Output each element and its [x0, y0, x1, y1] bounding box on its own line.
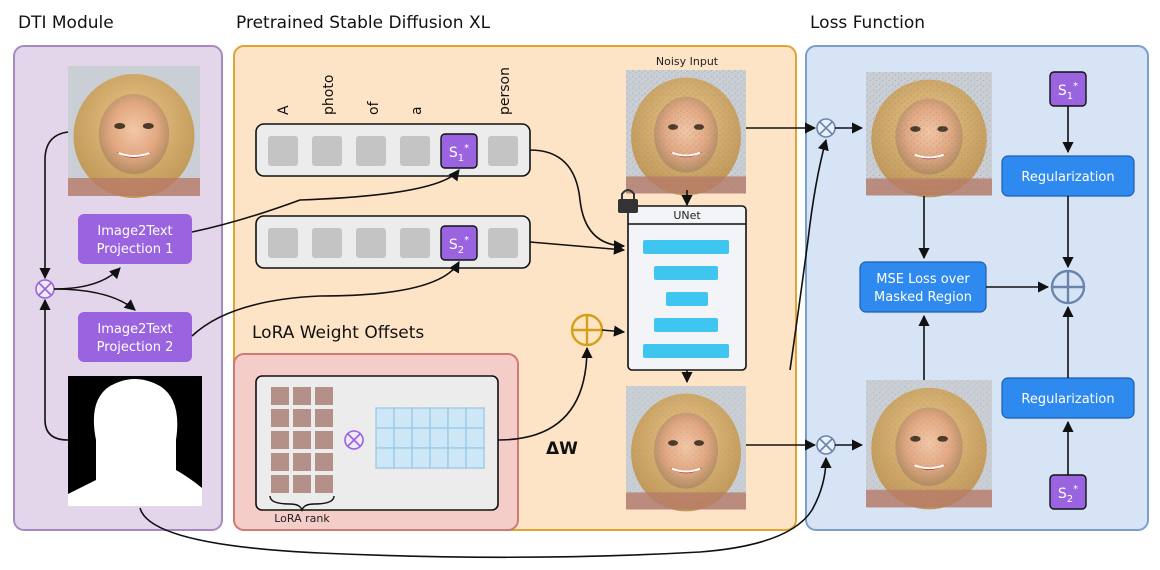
projection-1-line-2: Projection 1	[97, 242, 174, 257]
token-words: A photo of a person	[276, 67, 513, 115]
lora-matrix-box	[255, 375, 499, 513]
mse-line-1: MSE Loss over	[876, 272, 970, 287]
input-face-photo	[66, 64, 202, 200]
noisy-input-image	[625, 69, 747, 197]
token-slot	[400, 228, 430, 258]
loss-title: Loss Function	[810, 13, 925, 33]
svg-text:S2*: S2*	[1058, 484, 1078, 505]
projection-2-line-2: Projection 2	[97, 340, 174, 355]
regularization-bottom-label: Regularization	[1021, 392, 1114, 407]
token-row-2: S2*	[255, 215, 531, 269]
unet-layer	[643, 344, 729, 358]
s2-sup: *	[464, 235, 469, 246]
token-slot	[312, 136, 342, 166]
unet-block: UNet	[627, 205, 747, 371]
token-slot	[488, 228, 518, 258]
token-word-2: photo	[321, 75, 337, 115]
regularization-bottom-box: Regularization	[1001, 377, 1135, 419]
projection-2-box: Image2Text Projection 2	[78, 312, 192, 362]
s2-sub: 2	[458, 245, 464, 256]
dti-multiply-icon	[35, 279, 55, 299]
token-word-3: of	[366, 100, 382, 115]
loss-multiply-icon-bottom	[816, 435, 836, 455]
loss-plus-icon	[1050, 269, 1086, 305]
mask-image	[68, 376, 202, 506]
noisy-input-label: Noisy Input	[656, 55, 719, 68]
pseudo-token-s1	[440, 133, 478, 169]
unet-layer	[666, 292, 708, 306]
svg-text:S1*: S1*	[449, 143, 469, 164]
mse-loss-box: MSE Loss over Masked Region	[859, 261, 987, 313]
s2-base: S	[449, 237, 458, 253]
denoised-image	[625, 385, 747, 513]
loss-noisy-face	[864, 70, 994, 199]
dti-title: DTI Module	[18, 13, 114, 33]
regularization-top-box: Regularization	[1001, 155, 1135, 197]
token-word-4: a	[409, 106, 425, 115]
plus-icon-lora	[570, 313, 604, 347]
delta-w-label: ΔW	[546, 439, 578, 459]
svg-text:S1*: S1*	[1058, 81, 1078, 102]
s1-base: S	[449, 145, 458, 161]
token-slot	[312, 228, 342, 258]
lora-title: LoRA Weight Offsets	[252, 323, 424, 343]
s1-sup: *	[464, 143, 469, 154]
pseudo-token-s2	[440, 225, 478, 261]
unet-layer	[654, 266, 718, 280]
token-slot	[268, 228, 298, 258]
mse-line-2: Masked Region	[874, 290, 972, 305]
projection-2-line-1: Image2Text	[97, 322, 172, 337]
token-slot	[488, 136, 518, 166]
token-row-1: S1*	[255, 123, 531, 177]
token-word-1: A	[276, 105, 292, 115]
sd-title: Pretrained Stable Diffusion XL	[236, 13, 491, 33]
loss-pseudo-token-s1: S1*	[1049, 71, 1087, 107]
projection-1-box: Image2Text Projection 1	[78, 214, 192, 264]
loss-pseudo-token-s2: S2*	[1049, 474, 1087, 510]
token-slot	[400, 136, 430, 166]
token-slot	[356, 136, 386, 166]
s1-sub: 1	[458, 153, 464, 164]
lora-rank-label: LoRA rank	[274, 512, 330, 525]
token-slot	[268, 136, 298, 166]
token-slot	[356, 228, 386, 258]
unet-layer	[643, 240, 729, 254]
loss-multiply-icon-top	[816, 118, 836, 138]
loss-denoised-face	[864, 378, 994, 511]
regularization-top-label: Regularization	[1021, 170, 1114, 185]
projection-1-line-1: Image2Text	[97, 224, 172, 239]
unet-layer	[654, 318, 718, 332]
lora-multiply-icon	[344, 430, 364, 450]
lora-matrix-a	[269, 385, 335, 495]
lock-icon	[618, 189, 638, 213]
unet-label: UNet	[673, 209, 701, 222]
lora-matrix-b	[375, 407, 485, 469]
token-word-5: person	[497, 67, 513, 115]
svg-text:S2*: S2*	[449, 235, 469, 256]
